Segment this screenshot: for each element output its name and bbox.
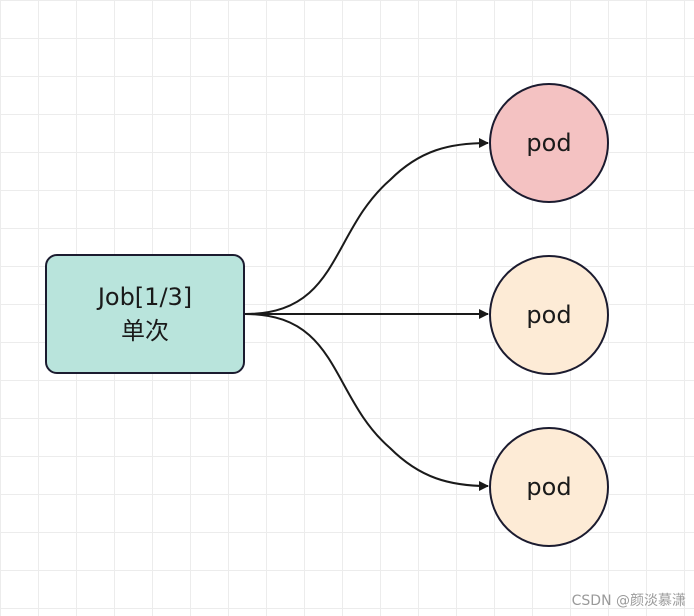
job-node: Job[1/3] 单次 <box>45 254 245 374</box>
pod-label-3: pod <box>526 473 572 501</box>
pod-label-1: pod <box>526 129 572 157</box>
pod-node-1: pod <box>489 83 609 203</box>
pod-node-2: pod <box>489 255 609 375</box>
pod-label-2: pod <box>526 301 572 329</box>
pod-node-3: pod <box>489 427 609 547</box>
edge-job-to-pod-3 <box>244 313 489 491</box>
watermark: CSDN @颜淡慕潇 <box>571 593 686 609</box>
job-subtitle: 单次 <box>121 317 169 345</box>
edge-job-to-pod-1 <box>244 138 489 315</box>
job-title: Job[1/3] <box>97 283 193 311</box>
